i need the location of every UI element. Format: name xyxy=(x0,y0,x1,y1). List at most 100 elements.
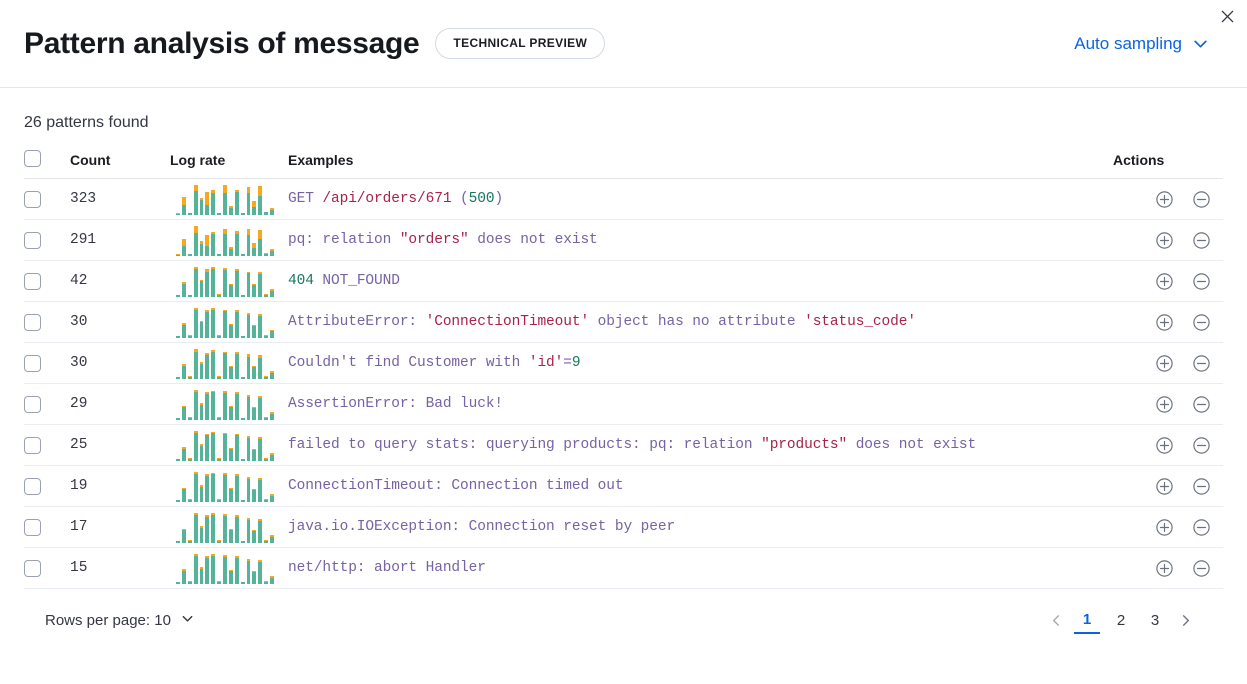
sparkline-bar xyxy=(223,265,227,297)
chevron-left-icon[interactable] xyxy=(1047,613,1066,628)
page-button-1[interactable]: 1 xyxy=(1074,608,1100,634)
sparkline-bar xyxy=(264,265,268,297)
sparkline-bar xyxy=(205,552,210,584)
sparkline-bar xyxy=(193,552,198,584)
row-select-cell xyxy=(24,506,70,548)
count-cell: 25 xyxy=(70,424,170,466)
plus-circle-icon[interactable] xyxy=(1155,231,1174,250)
example-text: net/http: abort Handler xyxy=(288,560,1113,576)
sparkline-bar xyxy=(193,388,198,420)
count-cell: 30 xyxy=(70,301,170,343)
sparkline-bar xyxy=(264,552,268,584)
rows-per-page-selector[interactable]: Rows per page: 10 xyxy=(35,607,205,634)
sparkline-bar xyxy=(187,347,192,379)
example-text: pq: relation "orders" does not exist xyxy=(288,232,1113,248)
sparkline-bar xyxy=(240,388,245,420)
chevron-right-icon[interactable] xyxy=(1176,613,1195,628)
row-checkbox[interactable] xyxy=(24,559,41,577)
row-checkbox[interactable] xyxy=(24,436,41,454)
sparkline-bar xyxy=(240,511,245,543)
sparkline-bar xyxy=(205,388,210,420)
chevron-down-icon xyxy=(180,611,195,630)
sparkline-bar xyxy=(223,347,227,379)
minus-circle-icon[interactable] xyxy=(1192,559,1211,578)
actions-cell xyxy=(1113,178,1223,220)
plus-circle-icon[interactable] xyxy=(1155,395,1174,414)
sparkline-bar xyxy=(270,347,274,379)
plus-circle-icon[interactable] xyxy=(1155,436,1174,455)
minus-circle-icon[interactable] xyxy=(1192,395,1211,414)
minus-circle-icon[interactable] xyxy=(1192,518,1211,537)
sparkline-bar xyxy=(211,511,216,543)
column-header-examples: Examples xyxy=(288,150,1113,179)
row-checkbox[interactable] xyxy=(24,231,41,249)
sparkline-bar xyxy=(240,470,245,502)
row-checkbox[interactable] xyxy=(24,354,41,372)
sampling-selector[interactable]: Auto sampling xyxy=(1074,34,1223,54)
sparkline-bar xyxy=(234,552,239,584)
sparkline-bar xyxy=(181,388,186,420)
sparkline-bar xyxy=(193,511,198,543)
sparkline-bar xyxy=(187,224,192,256)
sparkline-bar xyxy=(187,265,192,297)
example-token: failed to query stats: querying products… xyxy=(288,437,762,453)
minus-circle-icon[interactable] xyxy=(1192,231,1211,250)
minus-circle-icon[interactable] xyxy=(1192,272,1211,291)
example-token: does not exist xyxy=(468,232,598,248)
log-rate-cell xyxy=(170,178,288,220)
log-rate-sparkline xyxy=(170,388,274,420)
sparkline-bar xyxy=(234,429,239,461)
plus-circle-icon[interactable] xyxy=(1155,313,1174,332)
row-checkbox[interactable] xyxy=(24,313,41,331)
table-footer: Rows per page: 10 1 2 3 xyxy=(24,589,1223,634)
minus-circle-icon[interactable] xyxy=(1192,477,1211,496)
example-token: 9 xyxy=(571,355,581,371)
log-rate-sparkline xyxy=(170,429,274,461)
minus-circle-icon[interactable] xyxy=(1192,354,1211,373)
sparkline-bar xyxy=(187,552,192,584)
plus-circle-icon[interactable] xyxy=(1155,190,1174,209)
sparkline-bar xyxy=(258,265,263,297)
select-all-checkbox[interactable] xyxy=(24,150,41,167)
sparkline-bar xyxy=(234,511,239,543)
minus-circle-icon[interactable] xyxy=(1192,313,1211,332)
sparkline-bar xyxy=(223,511,227,543)
plus-circle-icon[interactable] xyxy=(1155,272,1174,291)
row-checkbox[interactable] xyxy=(24,395,41,413)
row-actions xyxy=(1113,559,1223,578)
minus-circle-icon[interactable] xyxy=(1192,436,1211,455)
plus-circle-icon[interactable] xyxy=(1155,518,1174,537)
plus-circle-icon[interactable] xyxy=(1155,559,1174,578)
sparkline-bar xyxy=(187,429,192,461)
row-select-cell xyxy=(24,219,70,261)
sparkline-bar xyxy=(223,470,227,502)
actions-cell xyxy=(1113,219,1223,261)
close-icon[interactable] xyxy=(1213,2,1241,30)
row-actions xyxy=(1113,190,1223,209)
row-checkbox[interactable] xyxy=(24,477,41,495)
row-checkbox[interactable] xyxy=(24,272,41,290)
example-token: 404 xyxy=(288,273,314,289)
sparkline-bar xyxy=(211,429,216,461)
sparkline-bar xyxy=(246,306,251,338)
plus-circle-icon[interactable] xyxy=(1155,354,1174,373)
sparkline-bar xyxy=(246,552,251,584)
minus-circle-icon[interactable] xyxy=(1192,190,1211,209)
plus-circle-icon[interactable] xyxy=(1155,477,1174,496)
sparkline-bar xyxy=(223,429,227,461)
sparkline-bar xyxy=(187,306,192,338)
sparkline-bar xyxy=(217,388,221,420)
sampling-label: Auto sampling xyxy=(1074,33,1182,53)
page-button-2[interactable]: 2 xyxy=(1116,612,1126,629)
sparkline-bar xyxy=(187,183,192,215)
sparkline-bar xyxy=(240,183,245,215)
row-checkbox[interactable] xyxy=(24,518,41,536)
log-rate-sparkline xyxy=(170,306,274,338)
sparkline-bar xyxy=(205,306,210,338)
row-checkbox[interactable] xyxy=(24,190,41,208)
sparkline-bar xyxy=(270,388,274,420)
sparkline-bar xyxy=(199,183,204,215)
sparkline-bar xyxy=(258,183,263,215)
page-button-3[interactable]: 3 xyxy=(1150,612,1160,629)
